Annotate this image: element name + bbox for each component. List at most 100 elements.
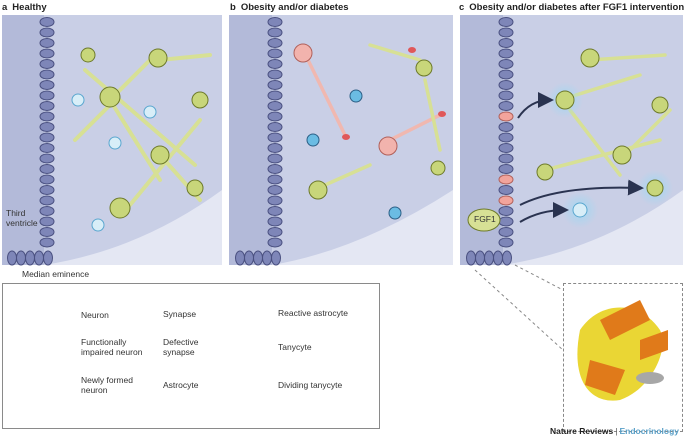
panel-b-tanycytes (235, 17, 283, 266)
tanycyte (484, 250, 494, 266)
tanycyte (267, 185, 283, 195)
tanycyte (475, 250, 485, 266)
tanycyte (267, 206, 283, 216)
dividing-tanycyte (498, 174, 514, 185)
tanycyte (498, 17, 514, 27)
tanycyte (493, 250, 503, 266)
panel-b-reactive-astrocytes (306, 89, 402, 220)
tanycyte (267, 227, 283, 237)
tanycyte (498, 48, 514, 59)
tanycyte (502, 250, 512, 266)
tanycyte (498, 164, 514, 174)
tanycyte (39, 216, 55, 227)
panel-b-background (229, 15, 453, 265)
tanycyte (39, 122, 55, 132)
tanycyte (39, 59, 55, 69)
neuron (191, 91, 209, 109)
tanycyte (267, 153, 283, 164)
tanycyte (43, 250, 53, 266)
tanycyte (498, 185, 514, 195)
tanycyte (34, 250, 44, 266)
tanycyte (39, 206, 55, 216)
dividing-tanycyte (498, 111, 514, 122)
tanycyte (267, 80, 283, 90)
tanycyte (253, 250, 263, 266)
tanycyte (39, 174, 55, 185)
tanycyte (244, 250, 254, 266)
tanycyte (498, 237, 514, 248)
tanycyte (267, 132, 283, 143)
tanycyte (498, 153, 514, 164)
tanycyte (498, 122, 514, 132)
neuron (99, 86, 121, 108)
tanycyte (39, 153, 55, 164)
tanycyte (267, 237, 283, 248)
dividing-tanycyte (498, 195, 514, 206)
legend-reactive-astrocyte-label: Reactive astrocyte (278, 308, 348, 318)
tanycyte (39, 17, 55, 27)
tanycyte (466, 250, 476, 266)
tanycyte (498, 227, 514, 237)
median-eminence-label: Median eminence (22, 269, 90, 279)
panel-b-axons (306, 43, 442, 187)
fgf1-label: FGF1 (474, 214, 496, 224)
tanycyte (267, 174, 283, 185)
panel-c-arrows (517, 92, 644, 223)
tanycyte (267, 38, 283, 48)
tanycyte (267, 111, 283, 122)
tanycyte (39, 80, 55, 90)
panel-c-heading: Obesity and/or diabetes after FGF1 inter… (469, 2, 685, 13)
credit-separator: | (615, 426, 618, 436)
tanycyte (498, 38, 514, 48)
tanycyte (267, 122, 283, 132)
legend-synapse-label: Synapse (163, 309, 197, 319)
tanycyte (39, 185, 55, 195)
tanycyte (39, 227, 55, 237)
tanycyte (39, 90, 55, 101)
dashed-callout-lines (474, 264, 564, 351)
tanycyte (267, 27, 283, 38)
tanycyte (16, 250, 26, 266)
protein-callout-box (563, 283, 683, 432)
legend-tanycyte-label: Tanycyte (278, 342, 312, 352)
fgf1-blob (467, 208, 501, 232)
panel-c-tanycytes (466, 17, 514, 266)
publisher-name: Nature Reviews (549, 426, 614, 436)
tanycyte (498, 69, 514, 80)
tanycyte (39, 111, 55, 122)
neuron (150, 145, 170, 165)
tanycyte (498, 80, 514, 90)
tanycyte (498, 206, 514, 216)
tanycyte (267, 90, 283, 101)
tanycyte (7, 250, 17, 266)
neuron (148, 48, 168, 68)
legend-neuron-label: Neuron (81, 310, 109, 320)
tanycyte (267, 101, 283, 111)
third-ventricle-label: Third ventricle (6, 208, 38, 228)
neuron (80, 47, 96, 63)
tanycyte (267, 216, 283, 227)
tanycyte (39, 164, 55, 174)
tanycyte (39, 38, 55, 48)
legend-astrocyte-label: Astrocyte (163, 380, 199, 390)
journal-credit: Nature Reviews|Endocrinology (550, 426, 679, 436)
tanycyte (39, 27, 55, 38)
tanycyte (267, 69, 283, 80)
legend-dividing-tanycyte-label: Dividing tanycyte (278, 380, 343, 390)
tanycyte (39, 48, 55, 59)
tanycyte (39, 132, 55, 143)
panel-c-neurons (536, 48, 669, 218)
tanycyte (267, 48, 283, 59)
panel-a-tanycytes (7, 17, 55, 266)
tanycyte (498, 59, 514, 69)
tanycyte (271, 250, 281, 266)
tanycyte (39, 143, 55, 153)
panel-a-heading: Healthy (12, 2, 47, 13)
panel-a-neurons (80, 47, 209, 219)
tanycyte (39, 237, 55, 248)
tanycyte (498, 27, 514, 38)
